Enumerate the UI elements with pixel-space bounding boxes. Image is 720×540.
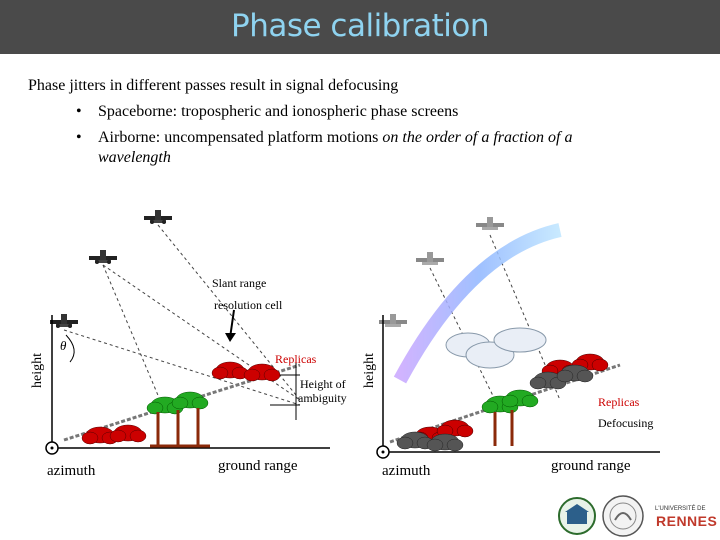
plane-icon xyxy=(416,252,444,265)
plane-icon xyxy=(89,250,117,264)
ground-range-label-left: ground range xyxy=(218,458,298,474)
bullet-dot: • xyxy=(76,129,82,146)
rennes-logo: RENNES xyxy=(656,513,718,529)
bullet-text: Spaceborne: tropospheric and ionospheric… xyxy=(98,103,459,120)
slide-title: Phase calibration xyxy=(231,8,489,44)
bullet-airborne: • Airborne: uncompensated platform motio… xyxy=(76,129,573,147)
plane-icon xyxy=(50,314,78,328)
university-seal-icon xyxy=(558,497,596,535)
azimuth-label-right: azimuth xyxy=(382,463,431,479)
azimuth-label-left: azimuth xyxy=(47,463,96,479)
height-of-label: Height of xyxy=(300,377,346,391)
ground-range-label-right: ground range xyxy=(551,458,631,474)
bullet-text: Airborne: uncompensated platform motions xyxy=(98,129,383,146)
slant-range-label: Slant range xyxy=(212,276,267,290)
resolution-cell-label: resolution cell xyxy=(214,298,283,312)
bullet-spaceborne: • Spaceborne: tropospheric and ionospher… xyxy=(76,103,459,121)
replicas-label-right: Replicas xyxy=(598,395,640,409)
bullet-italic: on the order of a fraction of a xyxy=(382,129,573,146)
university-crest-icon xyxy=(602,495,644,537)
replicas-label-left: Replicas xyxy=(275,352,317,366)
intro-text: Phase jitters in different passes result… xyxy=(28,77,399,94)
sar-diagram xyxy=(45,210,660,459)
plane-icon xyxy=(476,217,504,230)
bullet-airborne-cont: wavelength xyxy=(98,149,171,167)
bullet-dot: • xyxy=(76,103,82,120)
rennes-logo-small-text: L'UNIVERSITÉ DE xyxy=(655,506,706,512)
title-bar: Phase calibration xyxy=(0,0,720,54)
plane-icon xyxy=(144,210,172,224)
theta-label: θ xyxy=(60,338,67,353)
defocusing-label: Defocusing xyxy=(598,416,654,430)
bullet-italic-cont: wavelength xyxy=(98,149,171,166)
height-axis-label-left: height xyxy=(30,353,45,388)
height-axis-label-right: height xyxy=(362,353,377,388)
ambiguity-label: ambiguity xyxy=(298,391,347,405)
